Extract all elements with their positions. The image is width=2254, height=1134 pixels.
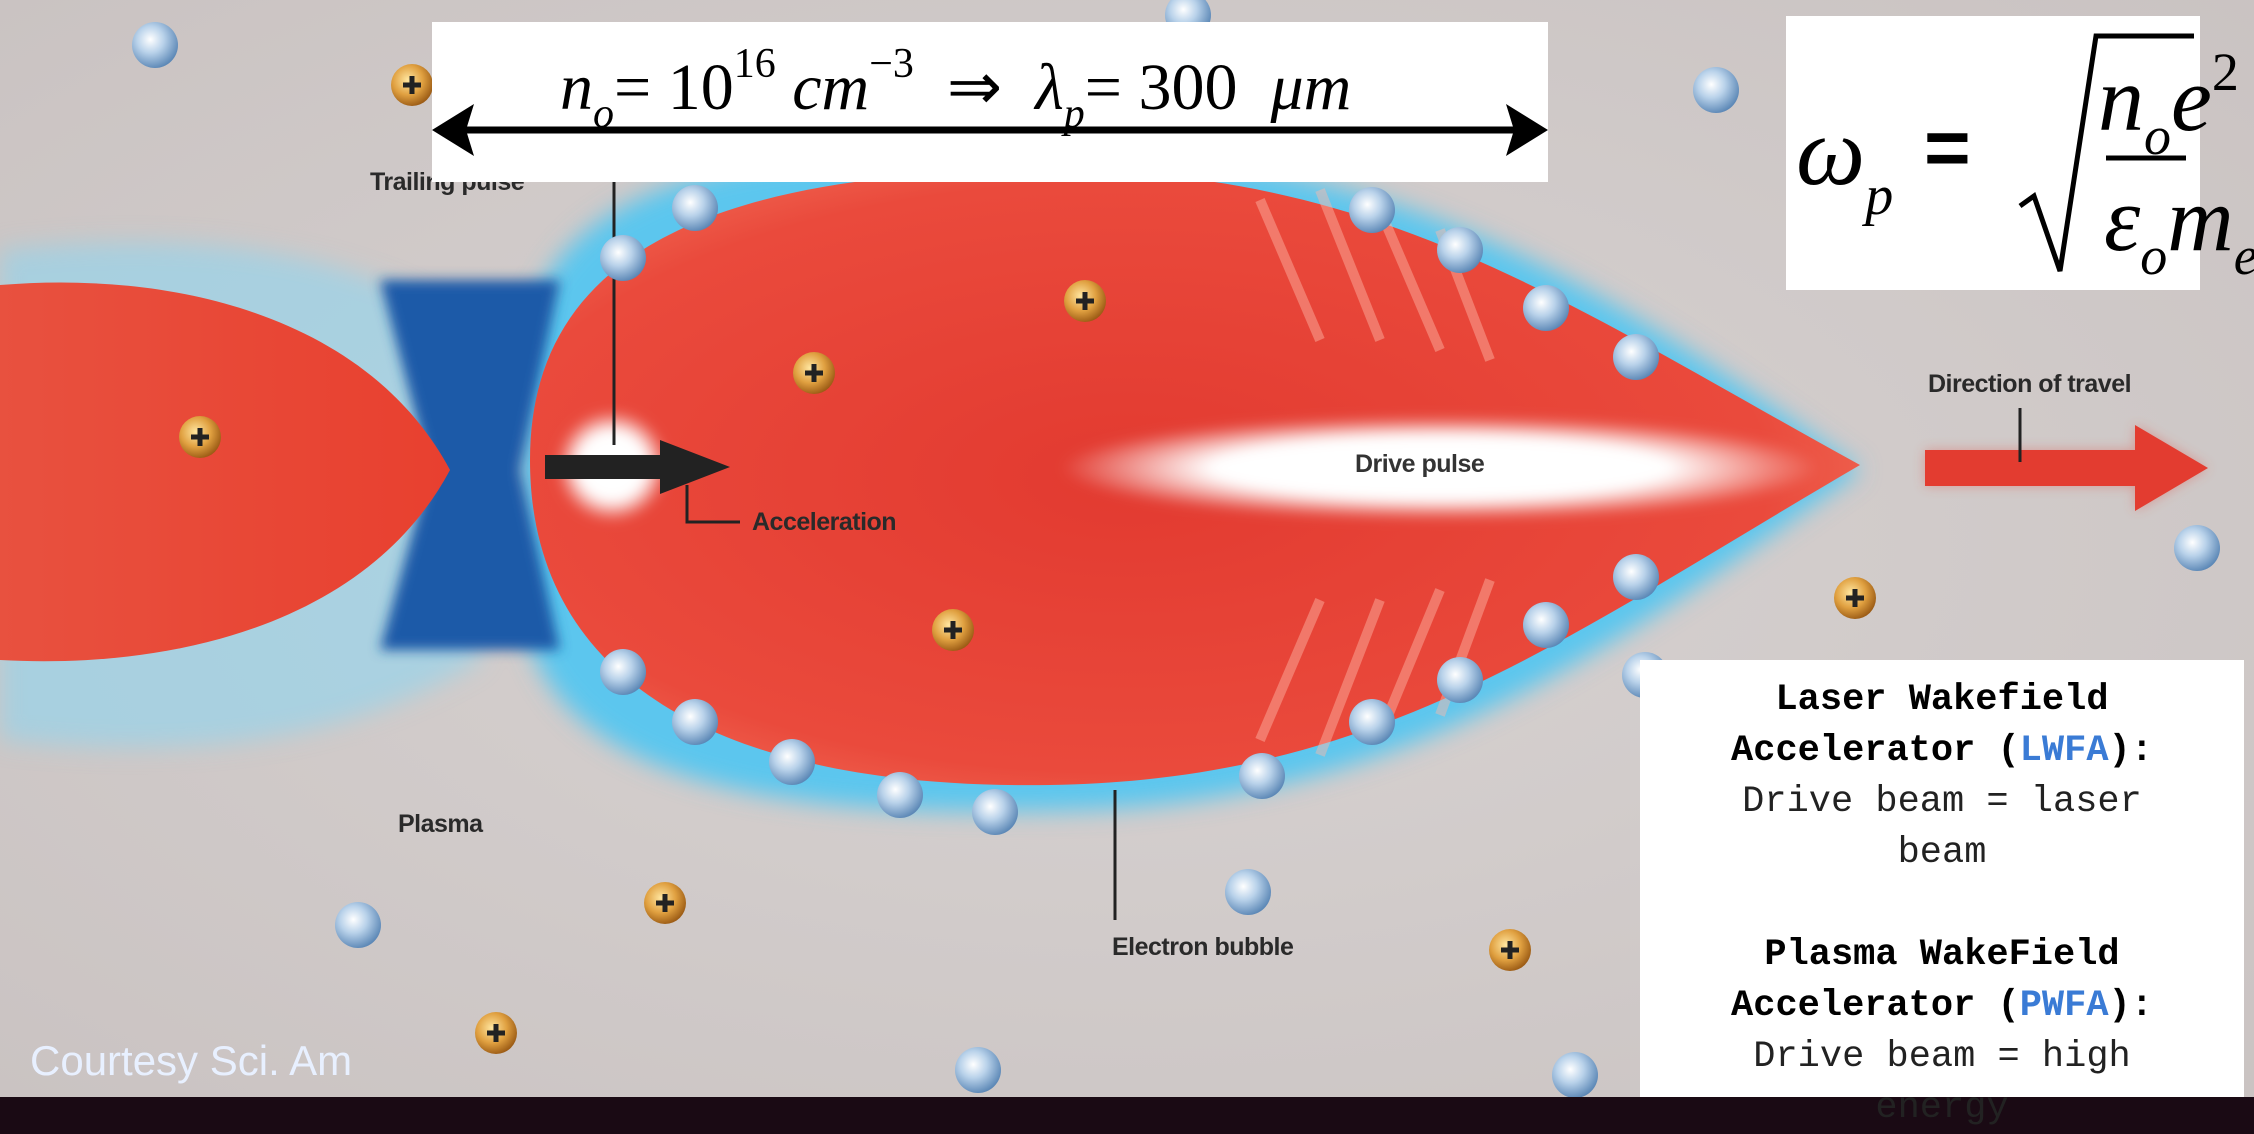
pwfa-title-line2: Accelerator (PWFA): bbox=[1731, 985, 2153, 1027]
electron bbox=[1613, 554, 1659, 600]
electron bbox=[600, 649, 646, 695]
electron bbox=[1693, 67, 1739, 113]
electron bbox=[600, 235, 646, 281]
electron bbox=[672, 185, 718, 231]
formula-denominator: εome bbox=[2104, 168, 2254, 286]
electron bbox=[1349, 187, 1395, 233]
drive-pulse-label: Drive pulse bbox=[1355, 450, 1485, 478]
plasma-frequency-formula: ωp = noe2 εome bbox=[1786, 16, 2254, 290]
double-arrow bbox=[432, 104, 1548, 156]
lwfa-desc-line2: beam bbox=[1897, 832, 1987, 874]
ions bbox=[179, 64, 1876, 1054]
electron bbox=[1613, 334, 1659, 380]
lwfa-acronym: LWFA bbox=[2019, 730, 2109, 772]
pwfa-acronym: PWFA bbox=[2019, 985, 2109, 1027]
density-wavelength-banner: no= 1016 cm−3 ⇒ λp= 300 μm bbox=[432, 22, 1548, 182]
electron bbox=[1239, 753, 1285, 799]
electron bbox=[877, 772, 923, 818]
direction-arrow bbox=[1925, 408, 2208, 511]
pwfa-desc-line1: Drive beam = high bbox=[1753, 1036, 2131, 1078]
electron bbox=[1437, 227, 1483, 273]
electron bbox=[1349, 699, 1395, 745]
formula-numerator: noe2 bbox=[2098, 42, 2239, 166]
lwfa-title-line2: Accelerator (LWFA): bbox=[1731, 730, 2153, 772]
electron bbox=[955, 1047, 1001, 1093]
electron bbox=[335, 902, 381, 948]
electron bbox=[1552, 1052, 1598, 1097]
acceleration-leader bbox=[685, 485, 740, 524]
electron bbox=[1523, 285, 1569, 331]
electron bbox=[1225, 869, 1271, 915]
image-credit: Courtesy Sci. Am bbox=[30, 1037, 353, 1084]
acceleration-label: Acceleration bbox=[752, 508, 897, 536]
omega-p-symbol: ωp bbox=[1796, 98, 1894, 227]
electron bbox=[972, 789, 1018, 835]
electron-bubble-label: Electron bubble bbox=[1112, 933, 1294, 961]
accelerator-types-box: Laser Wakefield Accelerator (LWFA): Driv… bbox=[1640, 660, 2244, 1129]
electron bbox=[1437, 657, 1483, 703]
electron bbox=[132, 22, 178, 68]
formula-equals: = bbox=[1924, 103, 1971, 192]
electron bbox=[1523, 602, 1569, 648]
acceleration-arrow bbox=[545, 440, 730, 494]
electrons bbox=[132, 0, 2220, 1097]
trailing-red-region bbox=[0, 282, 450, 662]
drive-pulse-shape bbox=[1060, 416, 1820, 520]
electron bbox=[672, 699, 718, 745]
sqrt-radical bbox=[2018, 33, 2194, 272]
electron bbox=[769, 739, 815, 785]
electron bbox=[2174, 525, 2220, 571]
pwfa-title-line1: Plasma WakeField bbox=[1764, 934, 2120, 976]
plasma-label: Plasma bbox=[398, 810, 483, 838]
density-equation: no= 1016 cm−3 ⇒ λp= 300 μm bbox=[560, 41, 1352, 137]
pwfa-desc-line2: energy bbox=[1875, 1087, 2009, 1129]
lwfa-title-line1: Laser Wakefield bbox=[1775, 679, 2109, 721]
direction-of-travel-label: Direction of travel bbox=[1928, 370, 2132, 398]
lwfa-desc-line1: Drive beam = laser bbox=[1742, 781, 2142, 823]
trailing-pulse-wake bbox=[380, 280, 560, 650]
